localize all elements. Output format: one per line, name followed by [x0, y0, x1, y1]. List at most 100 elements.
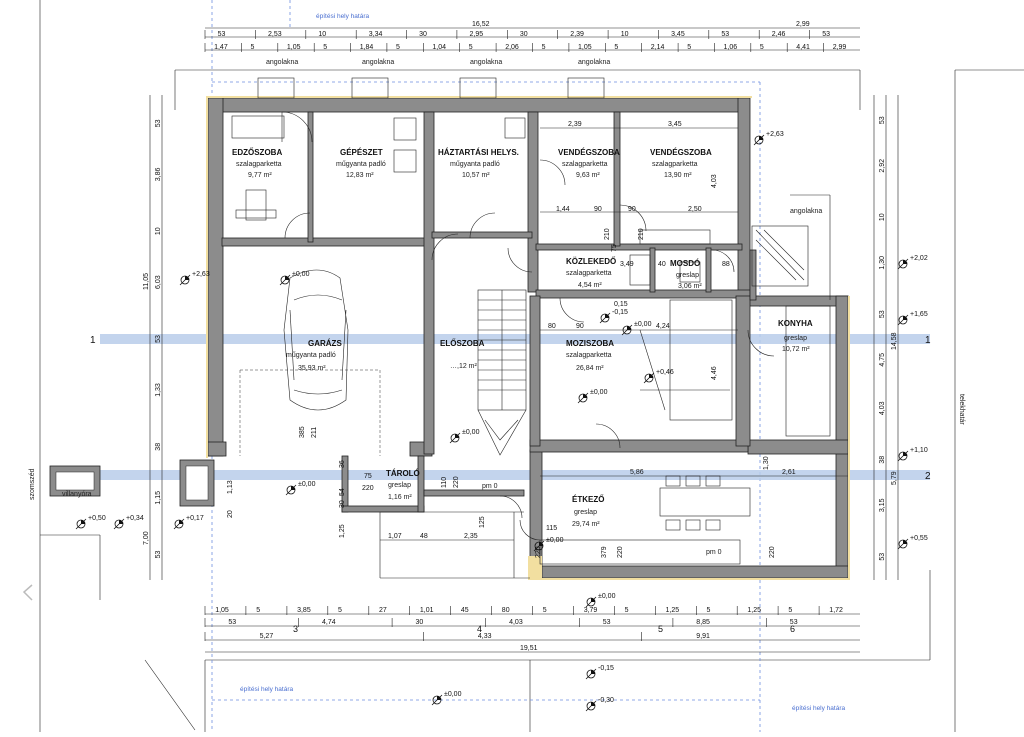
dim-bottom-row1-5: 1,01 — [420, 607, 434, 614]
dim-bottom-row2-4: 53 — [603, 619, 611, 626]
level-marker-icon — [599, 312, 611, 324]
level-marker-icon — [897, 538, 909, 550]
dim-top-row2-6: 1,04 — [432, 44, 446, 51]
room-konyha-floor: greslap — [784, 335, 807, 342]
dim-bottom-row1-1: 5 — [256, 607, 260, 614]
dim-bottom-row1-2: 3,85 — [297, 607, 311, 614]
dim-top-row2-9: 5 — [542, 44, 546, 51]
dim-top-row2-1: 5 — [251, 44, 255, 51]
epitesi-hely-label-top: építési hely határa — [316, 13, 370, 20]
dim-inner-210b: 210 — [638, 228, 645, 240]
dim-left-total-2: 7,00 — [143, 531, 150, 545]
pm0-label-2: pm 0 — [706, 549, 722, 556]
epitesi-hely-label-bottom-left: építési hely határa — [240, 686, 294, 693]
room-vendeg1-floor: szalagparketta — [562, 161, 608, 168]
dim-top-row1-1: 2,53 — [268, 31, 282, 38]
room-mosdo-floor: greslap — [676, 272, 699, 279]
dim-bottom-row1-6: 45 — [461, 607, 469, 614]
door-swing-icon — [281, 111, 775, 541]
room-tarolo-area: 1,16 m² — [388, 494, 412, 501]
dim-bottom-row2-3: 4,03 — [509, 619, 523, 626]
room-vendeg1-name: VENDÉGSZOBA — [558, 148, 620, 157]
angolakna-label-2: angolakna — [362, 59, 394, 66]
room-etkezo-name: ÉTKEZŐ — [572, 495, 604, 504]
dim-top-row1-6: 30 — [520, 31, 528, 38]
dim-left-col-3: 6,03 — [155, 275, 162, 289]
axis-label-2-right: 2 — [925, 471, 931, 482]
chevron-left-icon[interactable] — [22, 584, 33, 601]
dim-inner-379: 379 — [601, 546, 608, 558]
level-mozi-046: +0,46 — [656, 369, 674, 376]
dim-right-col-9: 53 — [879, 553, 886, 561]
dim-inner-30: 30 — [339, 500, 346, 508]
level-left-034: +0,34 — [126, 515, 144, 522]
entrance-area — [341, 455, 530, 579]
dim-top-row2-16: 4,41 — [796, 44, 810, 51]
axis-label-4: 4 — [477, 624, 482, 634]
dim-left-col-4: 53 — [155, 335, 162, 343]
room-moziszoba-area: 26,84 m² — [576, 365, 604, 372]
level-garage: ±0,00 — [292, 271, 310, 278]
dim-inner-349: 3,49 — [620, 261, 634, 268]
dim-bottom-row2-5: 8,85 — [696, 619, 710, 626]
level-etkezo: ±0,00 — [546, 537, 564, 544]
room-vendeg2-floor: szalagparketta — [652, 161, 698, 168]
dim-bottom-row1-7: 80 — [502, 607, 510, 614]
room-tarolo-name: TÁROLÓ — [386, 469, 420, 478]
stair-icon — [477, 289, 527, 456]
dim-top-row1-3: 3,34 — [369, 31, 383, 38]
dim-bottom-row1-8: 5 — [543, 607, 547, 614]
room-kozlekedo-area: 4,54 m² — [578, 282, 602, 289]
room-moziszoba-name: MOZISZOBA — [566, 339, 614, 348]
dim-inner-446: 4,46 — [711, 366, 718, 380]
level-marker-icon — [113, 518, 125, 530]
level-left-263: +2,63 — [192, 271, 210, 278]
dim-left-total-1: 11,05 — [143, 273, 150, 290]
room-garazs-area: 35,93 m² — [298, 365, 326, 372]
dim-inner-54: 54 — [339, 488, 346, 496]
dim-left-col-6: 38 — [155, 443, 162, 451]
dim-top-row1-8: 10 — [621, 31, 629, 38]
dim-right-col-4: 53 — [879, 310, 886, 318]
room-etkezo-floor: greslap — [574, 509, 597, 516]
axis-label-1-left: 1 — [90, 335, 96, 346]
level-marker-icon — [621, 324, 633, 336]
dim-inner-261: 2,61 — [782, 469, 796, 476]
dim-top-row1-10: 53 — [721, 31, 729, 38]
room-eloszoba-area: …,12 m² — [450, 363, 478, 370]
dim-inner-345: 3,45 — [668, 121, 682, 128]
dim-inner-107: 1,07 — [388, 533, 402, 540]
level-marker-icon — [753, 134, 765, 146]
axis-label-3: 3 — [293, 624, 298, 634]
dim-right-col-7: 38 — [879, 456, 886, 464]
dim-inner-48: 48 — [420, 533, 428, 540]
dim-inner-220e: 220 — [535, 546, 542, 558]
level-marker-icon — [533, 540, 545, 552]
dim-inner-90b: 90 — [628, 206, 636, 213]
villanyora-label: villanyóra — [62, 491, 92, 498]
side-dimensions: 11,05 7,00 14,58 5,79 533,86106,03531,33… — [143, 95, 899, 580]
dim-inner-40: 40 — [658, 261, 666, 268]
dim-inner-110: 110 — [441, 477, 448, 488]
dim-top-row1-11: 2,46 — [772, 31, 786, 38]
room-garazs-floor: műgyanta padló — [286, 352, 336, 359]
level-right-110: +1,10 — [910, 447, 928, 454]
level-marker-icon — [897, 258, 909, 270]
angolakna-label-1: angolakna — [266, 59, 298, 66]
dim-top-row2-17: 2,99 — [833, 44, 847, 51]
dim-top-row2-5: 5 — [396, 44, 400, 51]
room-mosdo-name: MOSDÓ — [670, 259, 700, 268]
dim-inner-125: 125 — [479, 516, 486, 528]
level-yard: ±0,00 — [444, 691, 462, 698]
room-gepeszet-floor: műgyanta padló — [336, 161, 386, 168]
dim-inner-90c: 90 — [576, 323, 584, 330]
dim-bottom-row2-1: 4,74 — [322, 619, 336, 626]
level-marker-icon — [585, 700, 597, 712]
dim-bottom-row3-1: 4,33 — [478, 633, 492, 640]
angolakna-label-5: angolakna — [790, 208, 822, 215]
dim-top-row2-13: 5 — [687, 44, 691, 51]
dim-inner-130: 1,30 — [763, 456, 770, 470]
dim-top-row2-7: 5 — [469, 44, 473, 51]
level-marker-icon — [897, 314, 909, 326]
